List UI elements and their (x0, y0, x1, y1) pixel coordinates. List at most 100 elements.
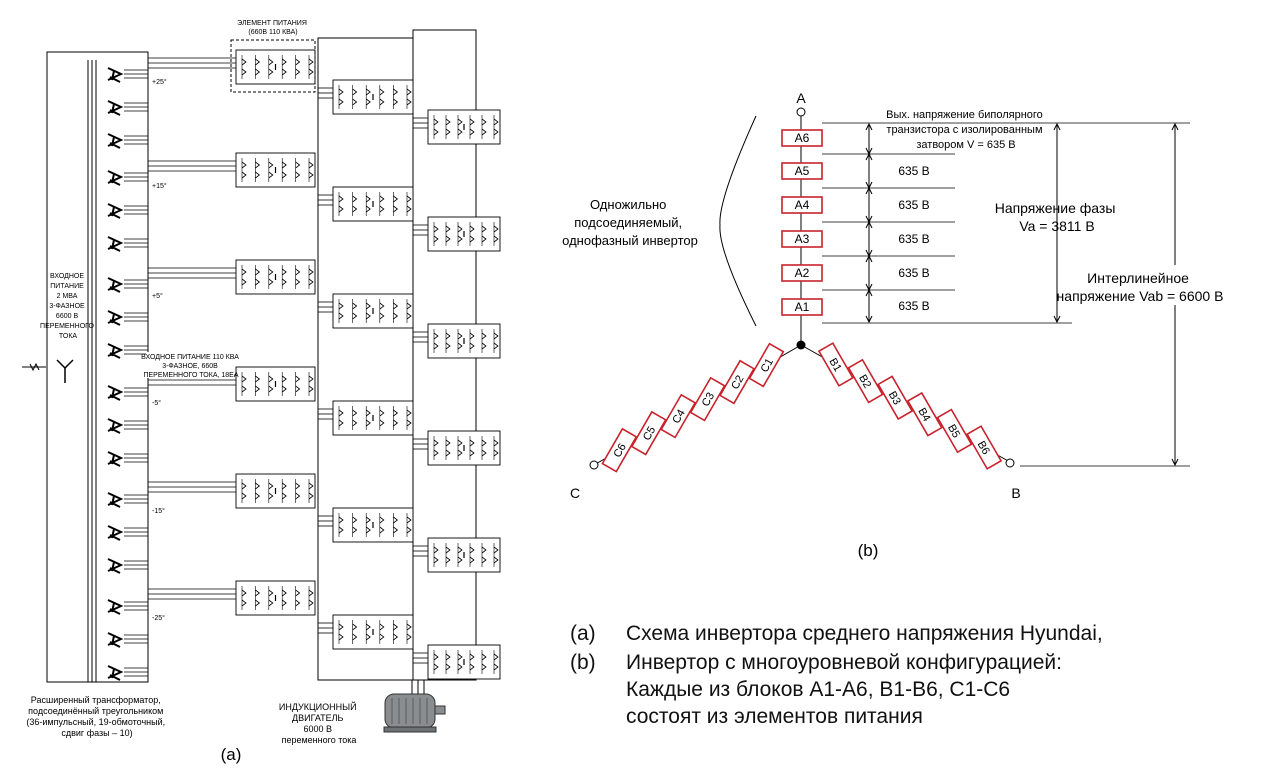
single-phase-inverter-label: Одножильно подсоединяемый, однофазный ин… (562, 197, 698, 248)
power-cell-label: ЭЛЕМЕНТ ПИТАНИЯ (660В 110 КВА) (237, 20, 309, 36)
caption-b-marker: (b) (570, 651, 596, 674)
cell-label: A4 (795, 198, 810, 212)
cell-label: B1 (826, 356, 843, 374)
transformer-label: Расширенный трансформатор, подсоединённы… (26, 695, 167, 738)
node-a-label: A (796, 90, 806, 106)
single-phase-brace (719, 115, 757, 327)
power-cell-rows (235, 49, 501, 680)
phase-b-cell: B4 (906, 391, 943, 437)
power-cell (427, 216, 501, 252)
node-b-label: B (1011, 485, 1020, 501)
caption-a-marker: (a) (570, 622, 596, 645)
winding-delta (107, 67, 124, 83)
phase-b-cell: B6 (966, 425, 1003, 470)
phase-b-cell: B1 (817, 342, 854, 387)
phase-a-cell: A5 (781, 162, 823, 180)
phase-b-cell: B5 (936, 408, 973, 454)
motor-label: ИНДУКЦИОННЫЙ ДВИГАТЕЛЬ 6000 В переменног… (279, 701, 359, 745)
transformer-secondary-windings (107, 67, 124, 681)
winding-delta (107, 203, 124, 219)
cell-voltage-label: 635 В (898, 266, 929, 280)
phase-voltage-dimension (1053, 122, 1061, 324)
figure-label-b: (b) (858, 541, 879, 560)
winding-delta (107, 133, 124, 149)
phase-shift-label: -25° (152, 614, 165, 622)
node-c-label: C (570, 485, 580, 501)
power-cell (235, 259, 316, 295)
phase-c-cell: C1 (748, 342, 785, 388)
power-cell (332, 186, 414, 222)
phase-c-cell: C2 (718, 359, 756, 405)
phase-shift-label: +5° (152, 292, 163, 300)
winding-delta (107, 451, 124, 467)
cell-label: B5 (945, 423, 962, 441)
cell-input-label: ВХОДНОЕ ПИТАНИЕ 110 КВА 3-ФАЗНОЕ, 660В П… (141, 354, 241, 379)
input-source (22, 359, 74, 383)
induction-motor (383, 680, 446, 733)
power-cell (427, 323, 501, 359)
power-cell (235, 473, 316, 509)
winding-delta (107, 492, 124, 508)
winding-delta (107, 632, 124, 648)
phase-c-cell: C4 (660, 393, 697, 439)
cell-label: B4 (915, 406, 932, 424)
phase-a-cell: A6 (781, 129, 823, 147)
cell-voltage-dimensions (865, 122, 873, 324)
cell-feed-lines (124, 57, 428, 677)
phase-shift-label: +25° (152, 78, 167, 86)
power-cell (235, 580, 316, 616)
power-cell (332, 79, 414, 115)
cell-voltage-label: 635 В (898, 232, 929, 246)
winding-delta (107, 100, 124, 116)
power-cell (332, 507, 414, 543)
phase-c-cell: C6 (601, 427, 638, 473)
cell-label: A5 (795, 164, 810, 178)
winding-delta (107, 599, 124, 615)
cell-label: A6 (795, 131, 810, 145)
node-c-terminal (589, 460, 599, 470)
power-cell (235, 152, 316, 188)
cell-label: B2 (856, 373, 873, 391)
phase-shift-label: -5° (152, 399, 161, 407)
power-cell (427, 430, 501, 466)
phase-shift-label: +15° (152, 182, 167, 190)
node-a-terminal (796, 107, 806, 117)
winding-delta (107, 343, 124, 359)
winding-delta (107, 558, 124, 574)
power-cell (427, 537, 501, 573)
winding-delta (107, 310, 124, 326)
phase-voltage-label: Напряжение фазы Va = 3811 В (995, 200, 1120, 234)
cell-label: A3 (795, 232, 810, 246)
caption-a-text: Схема инвертора среднего напряжения Hyun… (626, 622, 1103, 645)
cell-voltage-label: 635 В (898, 198, 929, 212)
power-cell (427, 644, 501, 680)
power-cell (235, 366, 316, 402)
caption-b-text: Инвертор с многоуровневой конфигурацией:… (626, 651, 1062, 728)
winding-delta (107, 418, 124, 434)
node-b-terminal (1005, 458, 1015, 468)
neutral-point (796, 340, 806, 350)
phase-a-cell: A2 (781, 264, 823, 282)
cell-label: B6 (975, 439, 992, 457)
phase-a-cell: A4 (781, 196, 823, 214)
power-cell-callout-box (230, 39, 316, 93)
winding-delta (107, 236, 124, 252)
phase-a-cell: A3 (781, 230, 823, 248)
phase-shift-label: -15° (152, 507, 165, 515)
cell-voltage-label: 635 В (898, 299, 929, 313)
cell-label: A2 (795, 266, 810, 280)
winding-delta (107, 525, 124, 541)
phase-c-cell: C3 (689, 376, 726, 422)
cell-voltage-label: 635 В (898, 164, 929, 178)
transformer-box (46, 51, 149, 683)
figure-label-a: (a) (221, 745, 242, 764)
hyundai-inverter-schematic: ВХОДНОЕ ПИТАНИЕ 2 МВА 3-ФАЗНОЕ 6600 В ПЕ… (22, 20, 501, 764)
power-cell (427, 109, 501, 145)
winding-delta (107, 170, 124, 186)
line-voltage-label: Интерлинейное напряжение Vab = 6600 В (1057, 270, 1224, 304)
